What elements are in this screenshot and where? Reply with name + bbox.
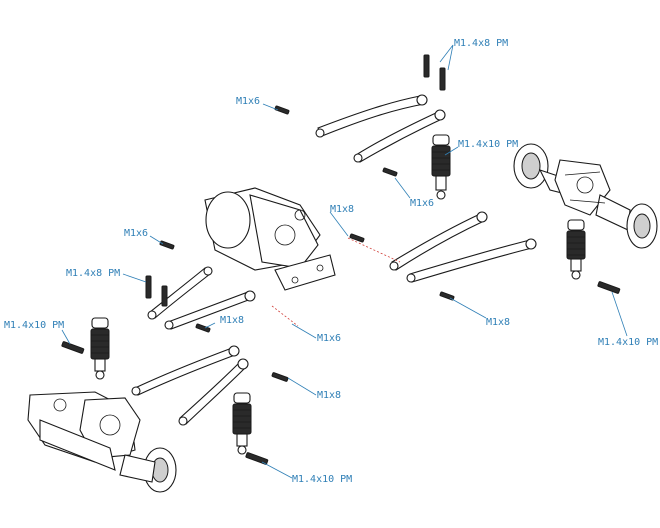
callout-front-lower-screw: M1x8 (317, 390, 341, 401)
callout-front-shock-lower-screw: M1.4x10 PM (292, 474, 352, 485)
front-left-shock (90, 317, 110, 380)
front-axle (27, 391, 177, 493)
callout-rear-shock-lower-screw: M1.4x10 PM (598, 337, 658, 348)
rear-upper-links (315, 94, 446, 163)
rear-lower-links (389, 211, 537, 283)
callout-top-screw: M1.4x8 PM (454, 38, 508, 49)
callout-front-shock-left-screw: M1.4x10 PM (4, 320, 64, 331)
rear-right-shock (566, 219, 586, 280)
gearbox (204, 187, 336, 291)
alignment-lines (271, 237, 401, 327)
callout-rear-lower-screw: M1x8 (486, 317, 510, 328)
callout-rear-shock-screw: M1.4x10 PM (458, 139, 518, 150)
callout-front-upper-screw: M1x6 (124, 228, 148, 239)
callout-upper-left-screw: M1x6 (236, 96, 260, 107)
leader-lines (61, 44, 628, 479)
rear-axle (513, 143, 658, 249)
callout-rear-link-screw: M1x6 (410, 198, 434, 209)
callout-front-link-screw-2: M1x6 (317, 333, 341, 344)
rear-shock (431, 134, 451, 200)
front-right-shock (232, 392, 252, 455)
callout-center-screw: M1x8 (330, 204, 354, 215)
front-lower-links (131, 345, 249, 426)
callout-front-link-screw: M1x8 (220, 315, 244, 326)
screws (61, 54, 621, 465)
callout-front-shock-top-screw: M1.4x8 PM (66, 268, 120, 279)
